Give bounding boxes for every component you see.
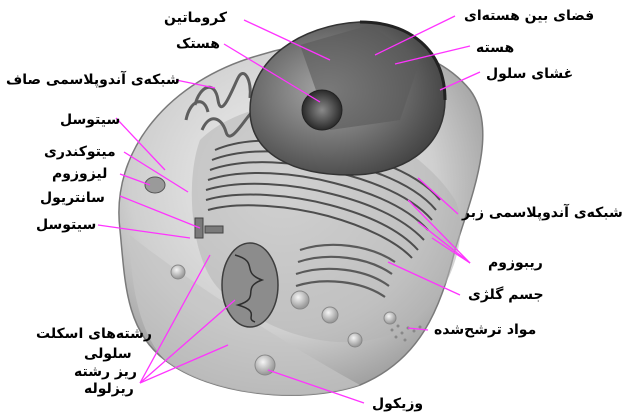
- label-lysosome: لیزوزوم: [52, 166, 107, 182]
- label-mitochondria: میتوکندری: [44, 144, 116, 160]
- label-chromatin: کروماتین: [164, 10, 227, 26]
- label-cell-membrane: غشای سلول: [486, 66, 573, 82]
- label-cytosol-bottom: سیتوسل: [36, 217, 96, 233]
- label-ribosome: ریبوزوم: [488, 255, 543, 271]
- label-golgi: جسم گلژی: [468, 287, 544, 303]
- label-nucleolus: هستک: [176, 36, 220, 52]
- mitochondrion: [222, 243, 278, 327]
- label-microtubule: ریزلوله: [84, 381, 134, 397]
- label-centriole: سانتریول: [40, 190, 105, 206]
- label-vesicle: وزیکول: [372, 396, 423, 412]
- label-cytosol-top: سیتوسل: [60, 112, 120, 128]
- label-nucleus: هسته: [476, 40, 514, 56]
- nucleus: [250, 22, 445, 175]
- label-cytoskeleton-line2: سلولی: [84, 346, 132, 362]
- label-perinuclear-space: فضای بین هسته‌ای: [464, 8, 594, 24]
- label-microfilament: ریز رشته: [74, 364, 137, 380]
- label-smooth-er: شبکه‌ی آندوپلاسمی صاف: [6, 72, 180, 88]
- label-secretion: مواد ترشح‌شده: [434, 322, 536, 338]
- lysosome: [145, 177, 165, 193]
- label-cytoskeleton-line1: رشته‌های اسکلت: [36, 326, 152, 342]
- nucleolus: [302, 90, 342, 130]
- label-rough-er: شبکه‌ی آندوپلاسمی زبر: [462, 205, 623, 221]
